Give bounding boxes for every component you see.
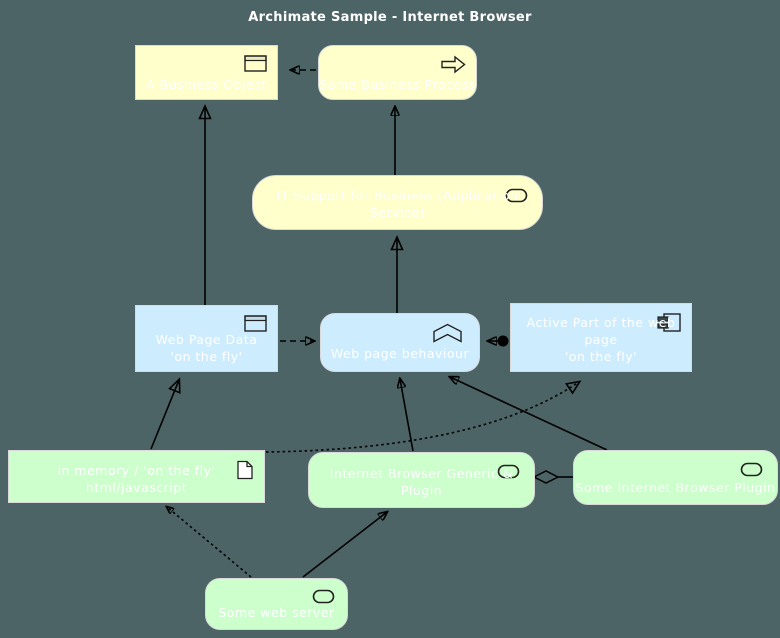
data-object-icon (244, 315, 267, 336)
node-web-page-data[interactable]: Web Page Data 'on the fly' (135, 305, 278, 372)
node-label: Active Part of the web page 'on the fly' (526, 315, 676, 365)
node-business-process[interactable]: Some Business Process (318, 45, 477, 100)
node-oval-icon (740, 462, 763, 481)
node-web-page-behaviour[interactable]: Web page behaviour (320, 313, 480, 372)
rel-inmemory-realizes-activepart (265, 380, 582, 453)
rel-webserver-serves-generic (302, 512, 387, 578)
rel-plugin-serves-behaviour (450, 377, 608, 451)
node-label: IT Support for Business (Application Ser… (276, 188, 519, 221)
service-oval-icon (505, 188, 528, 207)
node-in-memory[interactable]: in memory / 'on the fly' html/javascript (8, 450, 265, 503)
aggregation-diamond (532, 470, 560, 484)
function-chevron-icon (432, 323, 463, 347)
node-browser-generic[interactable]: Internet Browser Generic & Plugin (308, 452, 535, 508)
process-arrow-icon (441, 55, 466, 78)
node-label: Some web server (218, 605, 335, 621)
node-label: Some Internet Browser Plugin (575, 480, 776, 496)
node-label: in memory / 'on the fly' html/javascript (57, 463, 216, 496)
rel-generic-serves-behaviour (400, 379, 414, 452)
node-oval-icon (497, 464, 520, 483)
node-label: Internet Browser Generic & Plugin (329, 466, 514, 499)
component-icon (657, 313, 681, 336)
assignment-ball (497, 335, 509, 347)
node-browser-plugin[interactable]: Some Internet Browser Plugin (573, 450, 778, 505)
business-object-icon (244, 55, 267, 76)
diagram-title: Archimate Sample - Internet Browser (248, 10, 532, 25)
node-label: A Business Object (146, 77, 267, 93)
node-label: Some Business Process (319, 77, 476, 93)
node-application-service[interactable]: IT Support for Business (Application Ser… (252, 175, 543, 230)
rel-inmemory-realizes-data (150, 377, 181, 450)
node-active-part[interactable]: Active Part of the web page 'on the fly' (510, 303, 692, 372)
node-label: Web page behaviour (330, 346, 470, 362)
node-web-server[interactable]: Some web server (205, 578, 348, 630)
node-label: Web Page Data 'on the fly' (155, 332, 258, 365)
rel-webserver-accesses-inmemory (167, 507, 252, 578)
artifact-icon (236, 460, 254, 484)
node-oval-icon (312, 589, 335, 608)
node-business-object[interactable]: A Business Object (135, 45, 278, 100)
